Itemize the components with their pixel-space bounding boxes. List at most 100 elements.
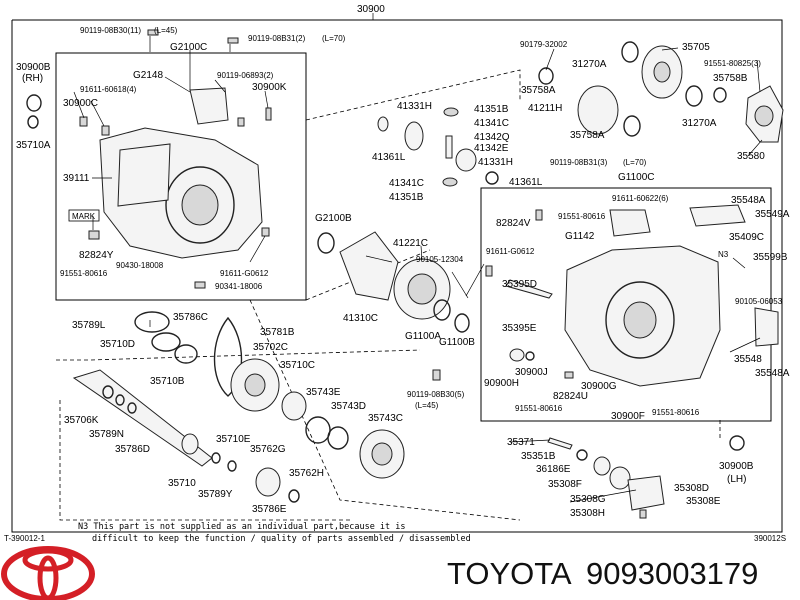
label-p92: 35308F bbox=[548, 479, 582, 490]
label-p54: 90105-06053 bbox=[735, 297, 783, 306]
rh-transaxle-case bbox=[99, 87, 263, 259]
note-line-2: difficult to keep the function / quality… bbox=[92, 534, 471, 544]
label-p22: 35758B bbox=[713, 73, 748, 84]
label-p12: MARK bbox=[72, 212, 96, 221]
label-p48: 35409C bbox=[729, 232, 764, 243]
label-p51: 91611-G0612 bbox=[486, 247, 535, 256]
differential-pinion-set bbox=[377, 107, 499, 187]
label-p89: 35789Y bbox=[198, 489, 233, 500]
label-p19: 35705 bbox=[682, 42, 710, 53]
label-p24: 41211H bbox=[528, 103, 562, 114]
lh-small-parts bbox=[432, 209, 745, 451]
mark-box bbox=[68, 209, 100, 222]
label-p96: 35308H bbox=[570, 508, 605, 519]
label-p31: 41342Q bbox=[474, 132, 510, 143]
brand-name: TOYOTA bbox=[447, 556, 572, 591]
label-p35: 90119-08B31(3) bbox=[550, 158, 608, 167]
label-p52: 35599B bbox=[753, 252, 788, 263]
label-p33: 41361L bbox=[372, 152, 406, 163]
label-p80: 35789N bbox=[89, 429, 124, 440]
label-p50: 90105-12304 bbox=[416, 255, 464, 264]
label-p45: 82824V bbox=[496, 218, 531, 229]
label-p6: 90119-06893(2) bbox=[217, 71, 274, 80]
label-p76: 91551-80616 bbox=[515, 404, 563, 413]
footer-note: T-390012-1 N3 This part is not supplied … bbox=[4, 522, 786, 544]
label-p29: 41351B bbox=[474, 104, 509, 115]
label-p53: 35395D bbox=[502, 279, 537, 290]
label-p65: 35710D bbox=[100, 339, 135, 350]
label-p5: G2148 bbox=[133, 70, 163, 81]
label-p95: 35308E bbox=[686, 496, 721, 507]
label-p3: 30900B bbox=[16, 62, 51, 73]
label-p77: 30900F bbox=[611, 411, 645, 422]
leader-lines bbox=[73, 36, 763, 503]
label-p68: 35743E bbox=[306, 387, 341, 398]
label-p9: 30900C bbox=[63, 98, 98, 109]
oil-seal-rh bbox=[26, 94, 42, 129]
label-p14: 91551-80616 bbox=[60, 269, 108, 278]
bearing-retainer-35580 bbox=[745, 85, 784, 143]
label-p75: 30900G bbox=[581, 381, 617, 392]
label-p67: 35710C bbox=[280, 360, 315, 371]
label-p2: 90119-08B31(2) bbox=[248, 34, 306, 43]
label-p78: 91551-80616 bbox=[652, 408, 700, 417]
toyota-logo bbox=[1, 546, 95, 600]
label-p72: 30900J bbox=[515, 367, 548, 378]
label-p43: G2100B bbox=[315, 213, 352, 224]
label-p25: 31270A bbox=[682, 118, 717, 129]
label-p13: 82824Y bbox=[79, 250, 114, 261]
label-p10: 35710A bbox=[16, 140, 51, 151]
label-p46: 91551-80616 bbox=[558, 212, 606, 221]
label-p61: 35789L bbox=[72, 320, 106, 331]
label-p37: 41351B bbox=[389, 192, 424, 203]
label-p84: 35371 bbox=[507, 437, 535, 448]
label-p56: G1100A bbox=[405, 331, 441, 342]
label-p35-len: (L=70) bbox=[623, 158, 647, 167]
input-shaft bbox=[72, 369, 300, 503]
label-p94: 35308G bbox=[570, 494, 606, 505]
label-p62: 35786C bbox=[173, 312, 208, 323]
label-p69: 35743D bbox=[331, 401, 366, 412]
label-p86: 36186E bbox=[536, 464, 571, 475]
label-p73-len: (L=45) bbox=[415, 401, 439, 410]
label-p8: 30900K bbox=[252, 82, 287, 93]
label-p32: 41342E bbox=[474, 143, 509, 154]
label-p27: 35580 bbox=[737, 151, 765, 162]
ref-left: T-390012-1 bbox=[4, 534, 45, 543]
label-p64: 35702C bbox=[253, 342, 288, 353]
rh-case-group-frame bbox=[55, 52, 307, 301]
label-p17: 90341-18006 bbox=[215, 282, 263, 291]
label-p1: 90119-08B30(11) bbox=[80, 26, 141, 35]
label-p36: 41341C bbox=[389, 178, 424, 189]
label-p73: 90119-08B30(5) bbox=[407, 390, 465, 399]
label-p21: 31270A bbox=[572, 59, 607, 70]
label-p18: 90179-32002 bbox=[520, 40, 568, 49]
label-p79: 35706K bbox=[64, 415, 99, 426]
label-p66: 35710B bbox=[150, 376, 185, 387]
label-p74: 82824U bbox=[553, 391, 588, 402]
planetary-reduction-set bbox=[134, 311, 405, 479]
label-p44: 41221C bbox=[393, 238, 428, 249]
differential-case bbox=[317, 231, 470, 333]
label-p30: 41341C bbox=[474, 118, 509, 129]
label-p82: 35710E bbox=[216, 434, 251, 445]
label-p58: 35395E bbox=[502, 323, 537, 334]
assembly-number: 30900 bbox=[357, 4, 385, 15]
label-p87-side: (LH) bbox=[727, 474, 746, 485]
lh-case-group-frame bbox=[480, 187, 772, 422]
label-p71: 90900H bbox=[484, 378, 519, 389]
label-p4: G2100C bbox=[170, 42, 207, 53]
label-p1-len: (L=45) bbox=[154, 26, 178, 35]
label-p20: 91551-80825(3) bbox=[704, 59, 761, 68]
label-p11: 39111 bbox=[63, 173, 90, 184]
bolt-small-set bbox=[79, 29, 272, 289]
label-p42: 35549A bbox=[755, 209, 790, 220]
label-p88: 35710 bbox=[168, 478, 196, 489]
label-p47: G1142 bbox=[565, 231, 595, 242]
label-p23: 35758A bbox=[521, 85, 556, 96]
label-p93: 35308D bbox=[674, 483, 709, 494]
label-p87: 30900B bbox=[719, 461, 754, 472]
label-p90: 35762H bbox=[289, 468, 324, 479]
label-p40: 91611-60622(6) bbox=[612, 194, 669, 203]
